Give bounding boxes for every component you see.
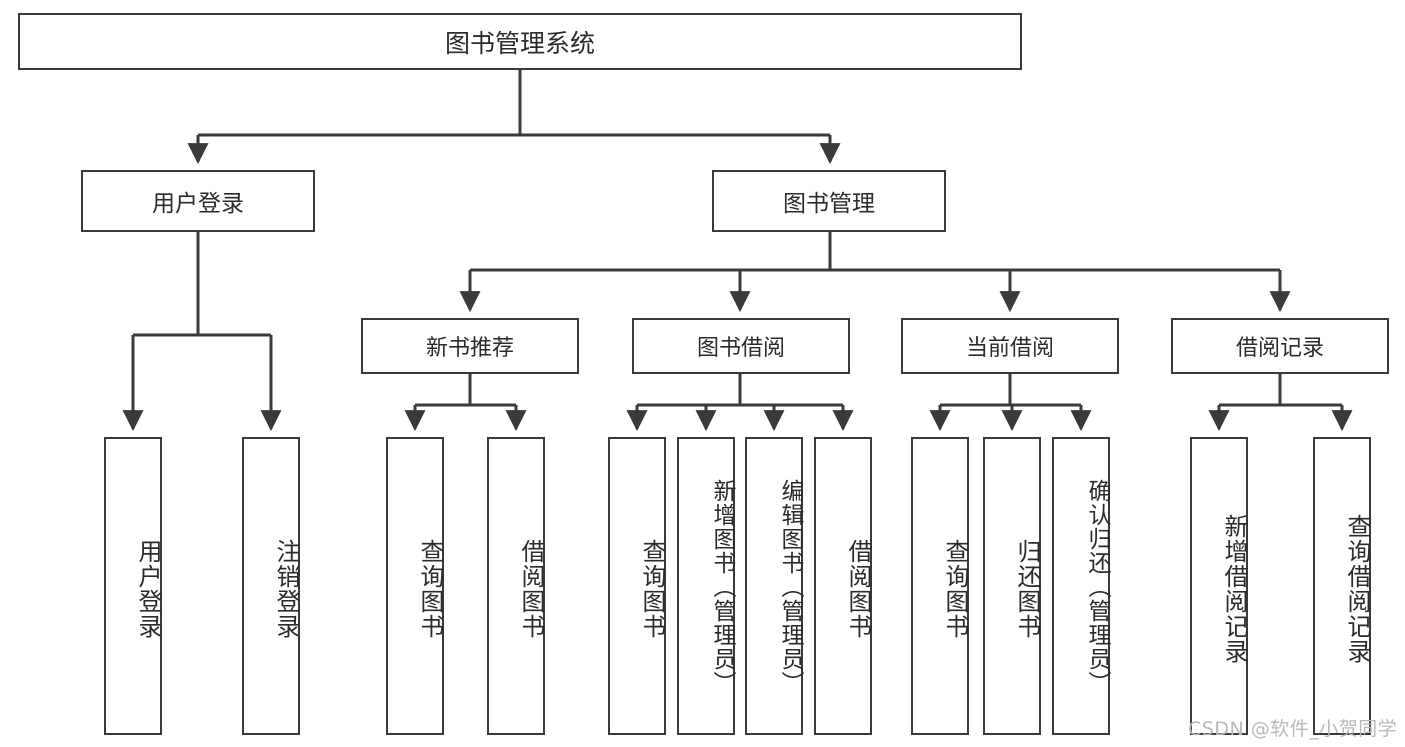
node-new-book-recommend[interactable]: 新书推荐 — [361, 318, 579, 374]
node-leaf-confirm-return-admin[interactable]: 确认归还（管理员） — [1052, 437, 1110, 735]
node-borrow-record[interactable]: 借阅记录 — [1171, 318, 1389, 374]
node-leaf-query-book-1[interactable]: 查询图书 — [386, 437, 444, 735]
node-leaf-query-book-2[interactable]: 查询图书 — [608, 437, 666, 735]
node-leaf-add-borrow-record[interactable]: 新增借阅记录 — [1190, 437, 1248, 735]
node-leaf-user-login[interactable]: 用户登录 — [104, 437, 162, 735]
node-leaf-query-book-3[interactable]: 查询图书 — [911, 437, 969, 735]
node-leaf-add-book-admin[interactable]: 新增图书（管理员） — [677, 437, 735, 735]
node-leaf-logout[interactable]: 注销登录 — [242, 437, 300, 735]
node-leaf-borrow-book-1[interactable]: 借阅图书 — [487, 437, 545, 735]
node-leaf-borrow-book-2[interactable]: 借阅图书 — [814, 437, 872, 735]
node-book-manage[interactable]: 图书管理 — [712, 170, 946, 232]
node-leaf-return-book[interactable]: 归还图书 — [983, 437, 1041, 735]
node-book-borrow[interactable]: 图书借阅 — [632, 318, 850, 374]
node-root[interactable]: 图书管理系统 — [18, 13, 1022, 70]
node-user-login[interactable]: 用户登录 — [81, 170, 315, 232]
node-leaf-edit-book-admin[interactable]: 编辑图书（管理员） — [745, 437, 803, 735]
watermark: CSDN @软件_小贺同学 — [1188, 718, 1398, 740]
node-leaf-query-borrow-record[interactable]: 查询借阅记录 — [1313, 437, 1371, 735]
node-current-borrow[interactable]: 当前借阅 — [901, 318, 1119, 374]
